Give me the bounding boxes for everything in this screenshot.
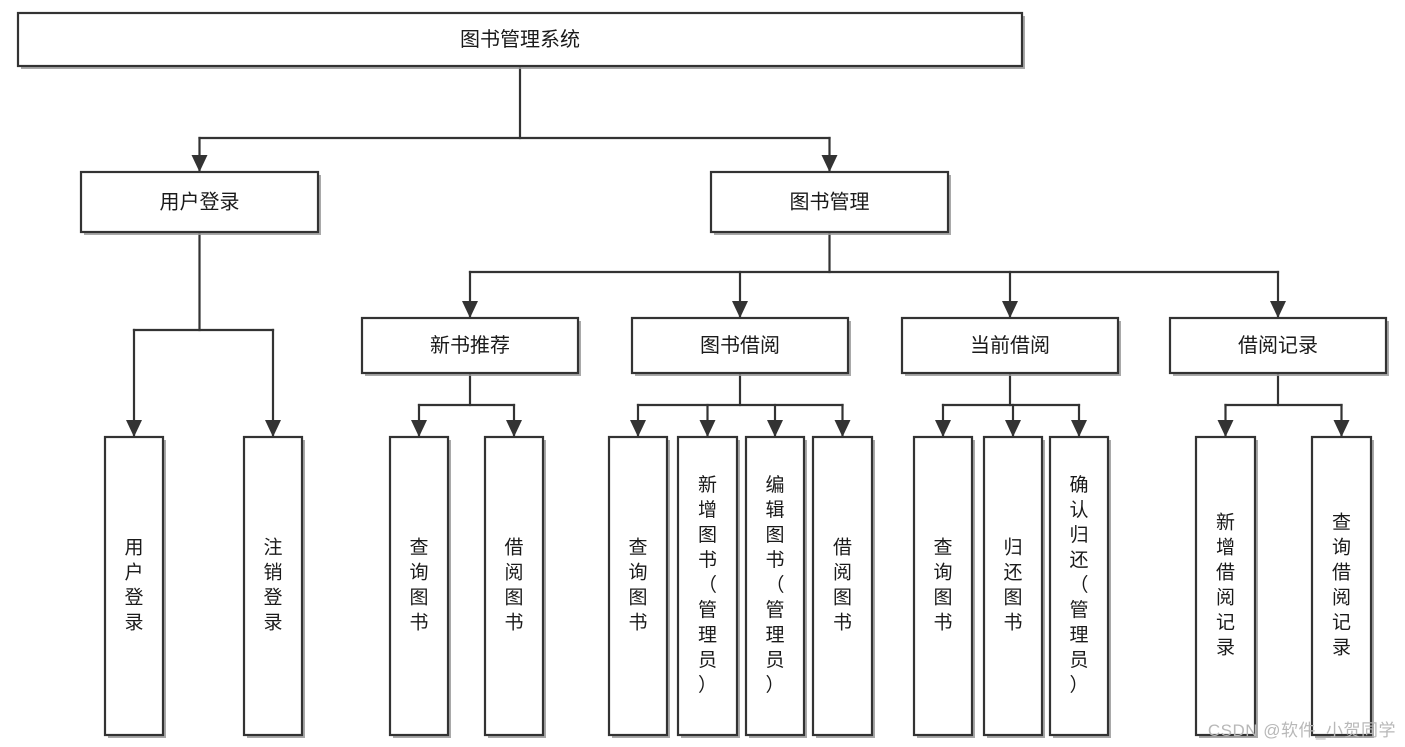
arrow-borrow-record — [1270, 301, 1286, 318]
node-label: 查询图书 — [628, 537, 647, 634]
arrow-bb-borrow-book — [834, 420, 851, 437]
node-rect — [79, 170, 320, 234]
node-label: 归还图书 — [1003, 537, 1022, 634]
node-rect — [676, 435, 739, 737]
node-label: 图书借阅 — [700, 334, 780, 357]
node-label: 注销登录 — [263, 537, 282, 634]
node-user-login-do[interactable]: 用户登录 — [103, 435, 166, 738]
node-user-login[interactable]: 用户登录 — [79, 170, 321, 235]
node-label: 查询图书 — [933, 537, 952, 634]
node-label: 查询借阅记录 — [1332, 512, 1351, 659]
node-label: 新增图书（管理员） — [698, 474, 717, 696]
node-book-manage[interactable]: 图书管理 — [709, 170, 951, 235]
node-new-book-recommend[interactable]: 新书推荐 — [360, 316, 581, 376]
node-rect — [709, 170, 950, 234]
node-bb-edit-book[interactable]: 编辑图书（管理员） — [744, 435, 807, 738]
arrow-bb-query-book — [630, 420, 646, 437]
node-nbr-borrow-book[interactable]: 借阅图书 — [483, 435, 546, 738]
node-label: 借阅记录 — [1238, 334, 1318, 357]
node-br-add-record[interactable]: 新增借阅记录 — [1194, 435, 1258, 738]
arrow-cb-return-book — [1005, 420, 1021, 437]
node-rect — [1048, 435, 1110, 737]
node-label: 编辑图书（管理员） — [765, 474, 784, 696]
connector-edges-layer — [126, 64, 1350, 439]
node-rect — [1310, 435, 1373, 737]
node-label: 当前借阅 — [970, 334, 1050, 357]
node-boxes-layer: 图书管理系统用户登录用户登录注销登录图书管理新书推荐查询图书借阅图书图书借阅查询… — [16, 11, 1389, 738]
node-rect — [900, 316, 1120, 375]
node-label: 图书管理系统 — [460, 28, 580, 51]
node-user-logout[interactable]: 注销登录 — [242, 435, 305, 738]
arrow-nbr-query-book — [411, 420, 427, 437]
node-rect — [607, 435, 669, 737]
arrow-book-borrow — [732, 301, 748, 318]
node-br-query-record[interactable]: 查询借阅记录 — [1310, 435, 1374, 738]
node-label: 确认归还（管理员） — [1069, 474, 1088, 696]
node-current-borrow[interactable]: 当前借阅 — [900, 316, 1121, 376]
node-label: 借阅图书 — [504, 537, 523, 634]
node-root[interactable]: 图书管理系统 — [16, 11, 1025, 69]
arrow-nbr-borrow-book — [506, 420, 522, 437]
node-rect — [982, 435, 1044, 737]
node-bb-add-book[interactable]: 新增图书（管理员） — [676, 435, 740, 738]
node-rect — [630, 316, 850, 375]
node-label: 用户登录 — [124, 538, 143, 634]
arrow-user-login — [191, 155, 208, 172]
arrow-current-borrow — [1002, 301, 1018, 318]
node-label: 新书推荐 — [430, 334, 510, 357]
node-rect — [483, 435, 545, 737]
arrow-br-query-record — [1333, 420, 1350, 437]
node-label: 图书管理 — [790, 190, 870, 213]
node-borrow-record[interactable]: 借阅记录 — [1168, 316, 1389, 376]
node-rect — [360, 316, 580, 375]
node-rect — [811, 435, 874, 737]
node-label: 查询图书 — [409, 537, 428, 634]
node-rect — [388, 435, 450, 737]
node-rect — [242, 435, 304, 737]
node-rect — [1168, 316, 1388, 375]
watermark-label: CSDN @软件_小贺同学 — [1207, 721, 1396, 740]
arrow-new-book-recommend — [462, 301, 478, 318]
arrow-cb-confirm-ret — [1071, 420, 1087, 437]
node-bb-borrow-book[interactable]: 借阅图书 — [811, 435, 875, 738]
node-book-borrow[interactable]: 图书借阅 — [630, 316, 851, 376]
node-label: 新增借阅记录 — [1216, 512, 1235, 659]
node-cb-query-book[interactable]: 查询图书 — [912, 435, 975, 738]
node-label: 用户登录 — [160, 190, 240, 213]
node-nbr-query-book[interactable]: 查询图书 — [388, 435, 451, 738]
node-cb-confirm-ret[interactable]: 确认归还（管理员） — [1048, 435, 1111, 738]
arrow-cb-query-book — [935, 420, 951, 437]
arrow-bb-edit-book — [767, 420, 783, 437]
arrow-book-manage — [821, 155, 838, 172]
arrow-bb-add-book — [699, 420, 716, 437]
node-label: 借阅图书 — [833, 537, 852, 634]
node-rect — [103, 435, 165, 737]
node-rect — [912, 435, 974, 737]
node-cb-return-book[interactable]: 归还图书 — [982, 435, 1045, 738]
node-rect — [1194, 435, 1257, 737]
node-rect — [16, 11, 1024, 68]
arrow-user-login-do — [126, 420, 142, 437]
node-bb-query-book[interactable]: 查询图书 — [607, 435, 670, 738]
arrow-user-logout — [265, 420, 281, 437]
node-rect — [744, 435, 806, 737]
arrow-br-add-record — [1217, 420, 1234, 437]
